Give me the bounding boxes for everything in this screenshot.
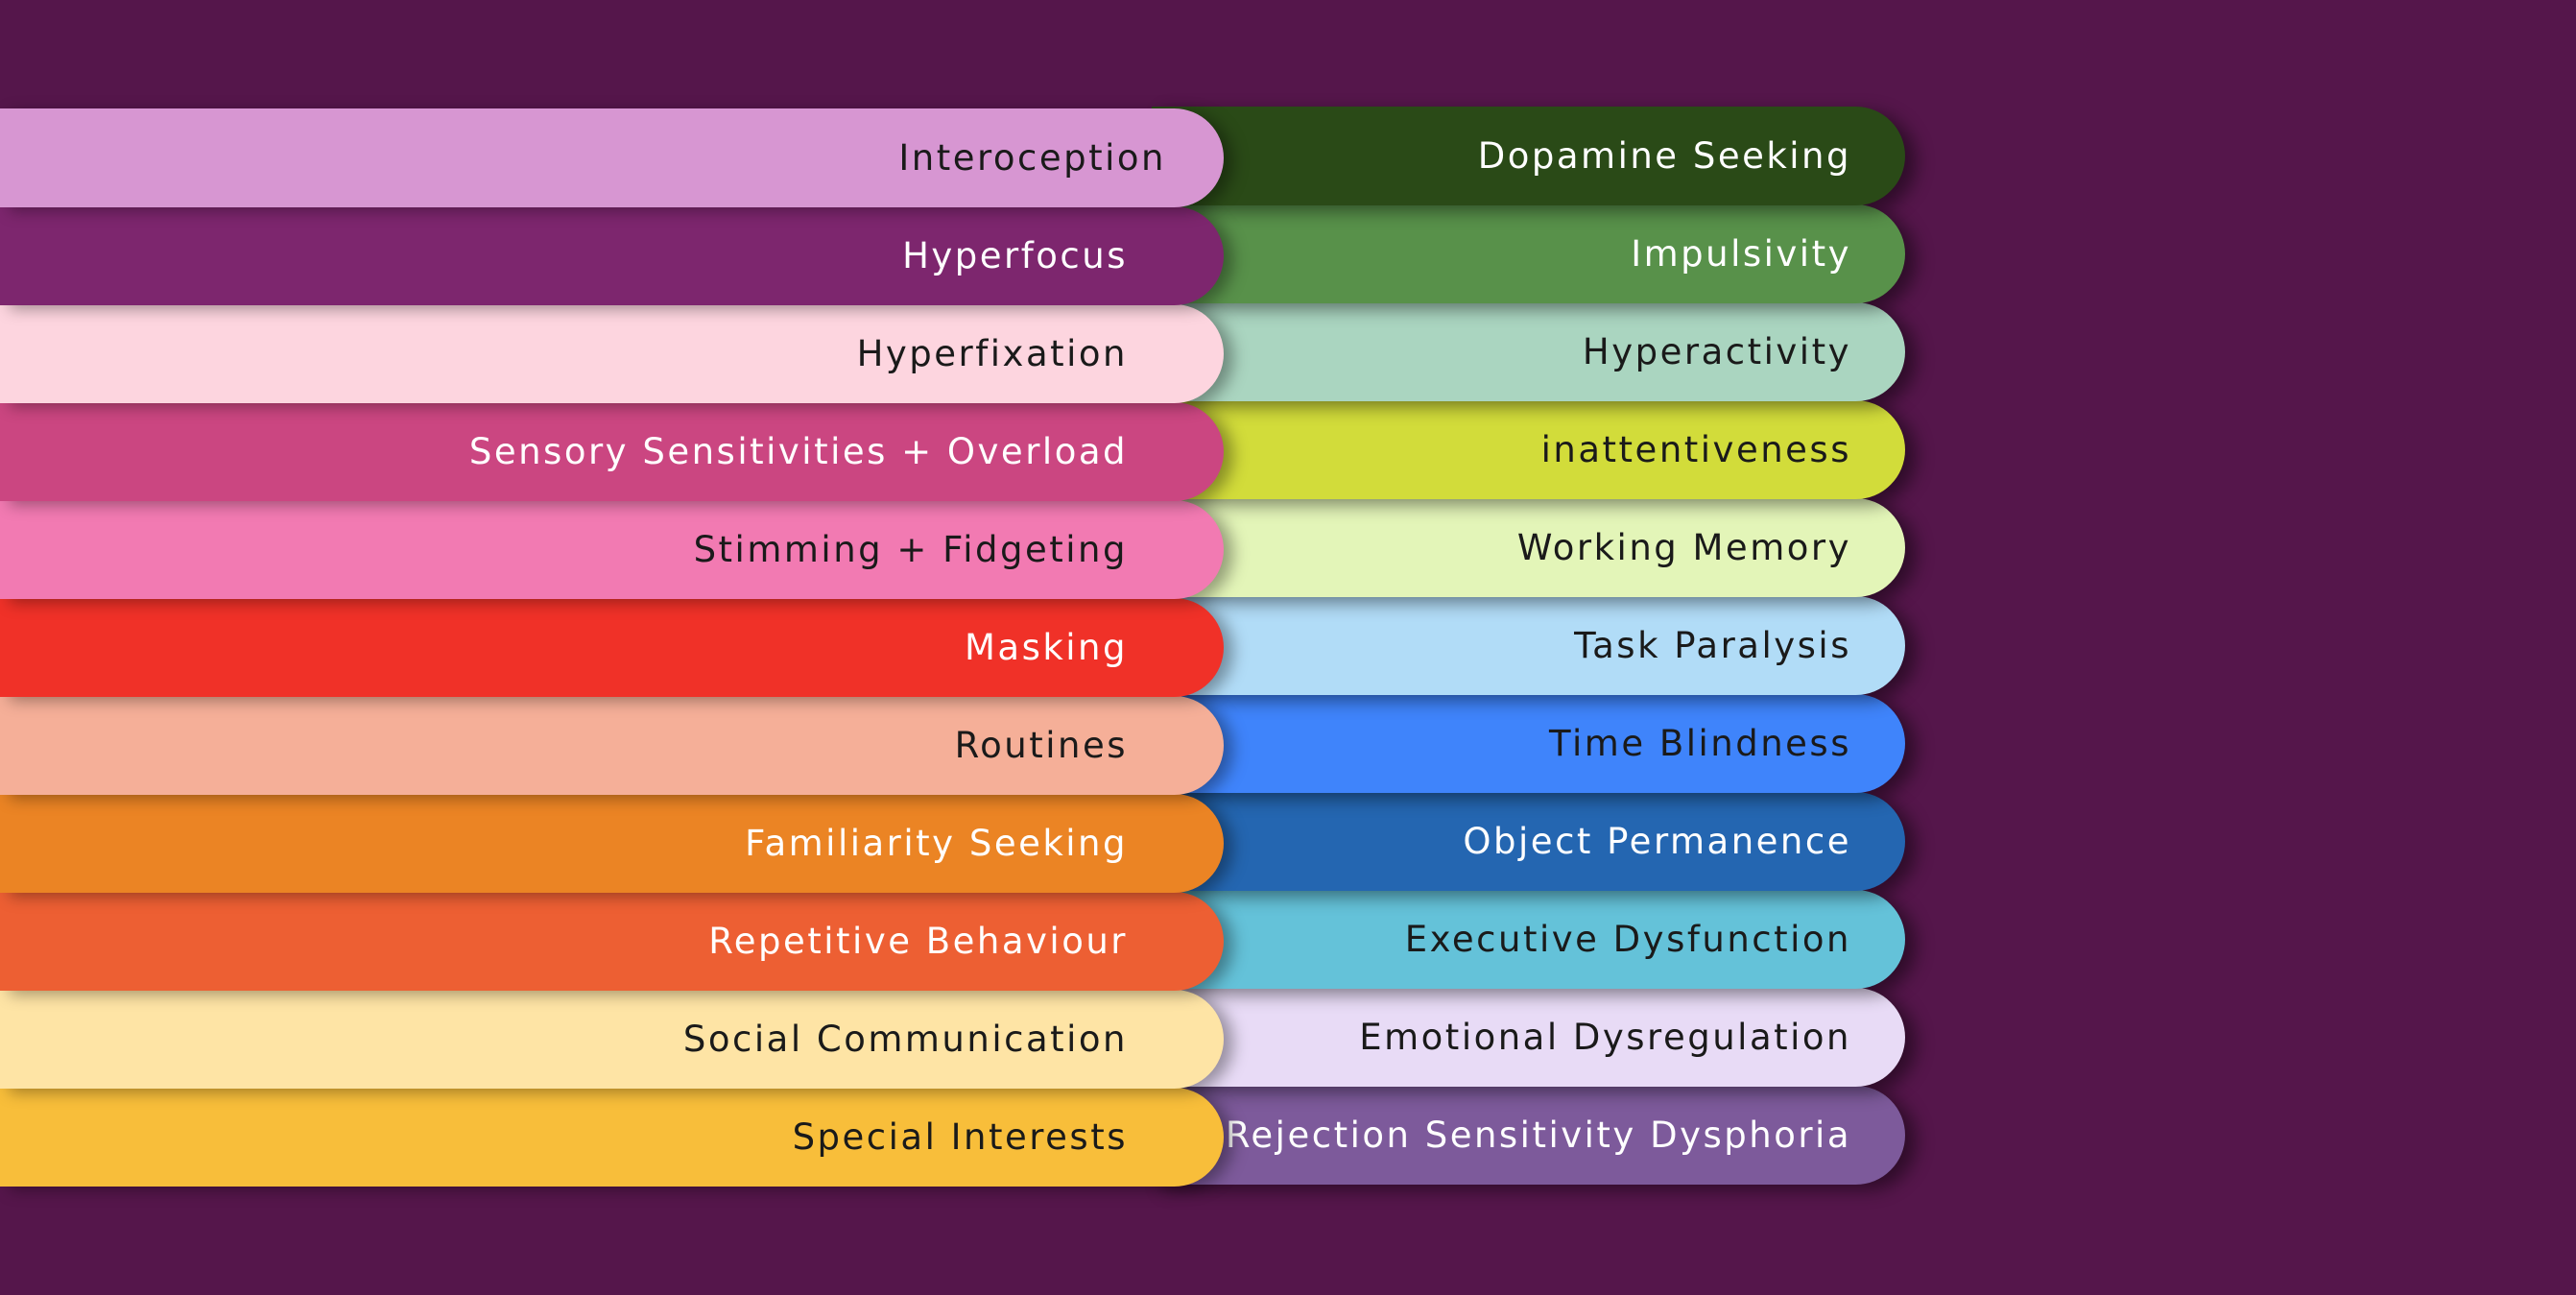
trait-bar-time-blindness: Time Blindness	[1152, 694, 1905, 793]
trait-bar-emotional-dysregulation: Emotional Dysregulation	[1152, 988, 1905, 1087]
trait-bar-familiarity-seeking: Familiarity Seeking	[0, 794, 1224, 893]
trait-label: Dopamine Seeking	[1477, 135, 1851, 177]
trait-bar-hyperfocus: Hyperfocus	[0, 206, 1224, 305]
trait-label: Hyperactivity	[1582, 331, 1851, 372]
trait-bar-rejection-sensitivity-dysphoria: Rejection Sensitivity Dysphoria	[1152, 1086, 1905, 1185]
trait-bar-stimming-fidgeting: Stimming + Fidgeting	[0, 500, 1224, 599]
trait-label: Special Interests	[792, 1116, 1128, 1158]
trait-label: Hyperfixation	[856, 333, 1128, 374]
trait-bar-executive-dysfunction: Executive Dysfunction	[1152, 890, 1905, 989]
trait-bar-inattentiveness: inattentiveness	[1152, 400, 1905, 499]
trait-label: Social Communication	[682, 1019, 1128, 1060]
trait-label: Time Blindness	[1549, 723, 1851, 764]
trait-bar-hyperfixation: Hyperfixation	[0, 304, 1224, 403]
trait-label: Repetitive Behaviour	[708, 921, 1128, 962]
trait-label: Familiarity Seeking	[745, 823, 1128, 864]
trait-bar-special-interests: Special Interests	[0, 1088, 1224, 1187]
trait-label: inattentiveness	[1540, 429, 1851, 470]
trait-bar-social-communication: Social Communication	[0, 990, 1224, 1089]
trait-bar-working-memory: Working Memory	[1152, 498, 1905, 597]
trait-label: Sensory Sensitivities + Overload	[468, 431, 1128, 472]
trait-bar-masking: Masking	[0, 598, 1224, 697]
trait-bar-routines: Routines	[0, 696, 1224, 795]
trait-label: Object Permanence	[1463, 821, 1851, 862]
trait-label: Working Memory	[1516, 527, 1851, 568]
trait-label: Task Paralysis	[1574, 625, 1851, 666]
trait-label: Rejection Sensitivity Dysphoria	[1225, 1115, 1851, 1156]
trait-label: Impulsivity	[1631, 233, 1851, 275]
trait-bar-repetitive-behaviour: Repetitive Behaviour	[0, 892, 1224, 991]
trait-label: Masking	[964, 627, 1128, 668]
trait-label: Interoception	[898, 137, 1166, 179]
trait-label: Hyperfocus	[902, 235, 1128, 276]
trait-bar-interoception: Interoception	[0, 108, 1224, 207]
trait-label: Stimming + Fidgeting	[693, 529, 1128, 570]
trait-label: Emotional Dysregulation	[1359, 1017, 1851, 1058]
trait-bar-task-paralysis: Task Paralysis	[1152, 596, 1905, 695]
trait-bar-impulsivity: Impulsivity	[1152, 204, 1905, 303]
trait-bar-sensory-sensitivities-overload: Sensory Sensitivities + Overload	[0, 402, 1224, 501]
trait-label: Routines	[954, 725, 1128, 766]
trait-label: Executive Dysfunction	[1404, 919, 1851, 960]
trait-bar-object-permanence: Object Permanence	[1152, 792, 1905, 891]
trait-bar-hyperactivity: Hyperactivity	[1152, 302, 1905, 401]
trait-bar-dopamine-seeking: Dopamine Seeking	[1152, 107, 1905, 205]
